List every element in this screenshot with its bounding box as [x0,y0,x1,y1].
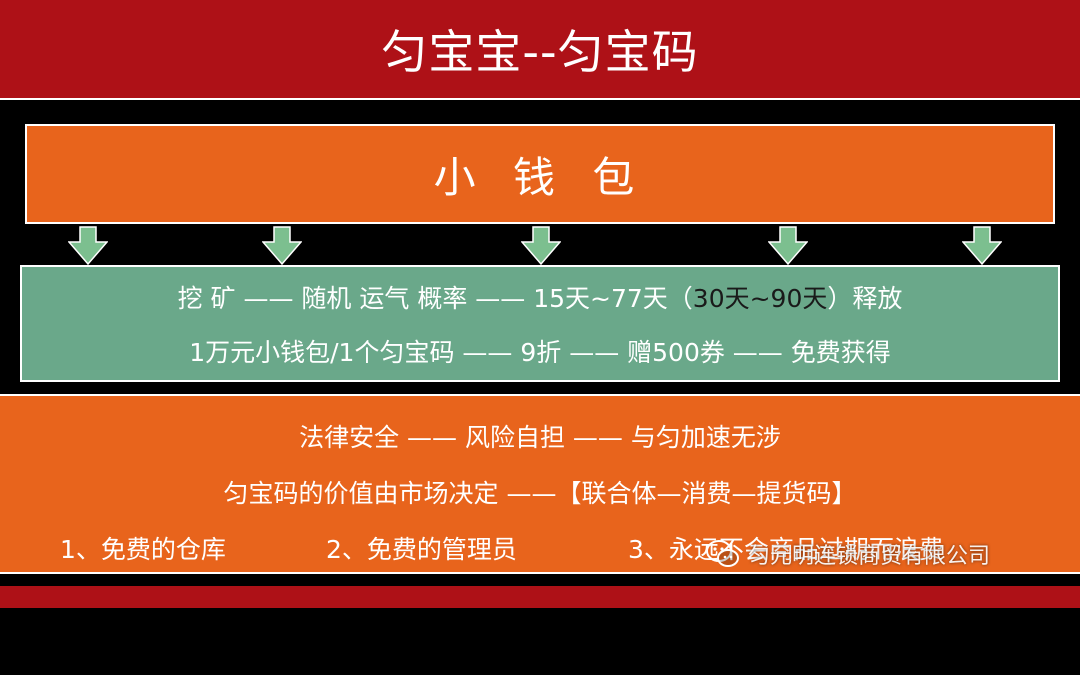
wechat-icon [706,540,739,567]
watermark: 匀元明连锁商贸有限公司 [706,536,990,572]
mining-line: 挖 矿 —— 随机 运气 概率 —— 15天~77天（30天~90天）释放 [22,279,1058,315]
wallet-code-line: 1万元小钱包/1个匀宝码 —— 9折 —— 赠500券 —— 免费获得 [189,338,891,367]
benefit-item: 1、免费的仓库 [60,535,226,564]
wallet-label: 小 钱 包 [433,152,647,202]
page-title: 匀宝宝--匀宝码 [381,25,699,79]
release-days-range: 30天~90天 [692,284,828,313]
footer-bar [0,586,1080,608]
down-arrow-icon [962,226,1002,266]
mining-line-main: 挖 矿 —— 随机 运气 概率 —— 15天~77天（ [177,284,693,313]
watermark-text: 匀元明连锁商贸有限公司 [748,544,991,569]
down-arrow-icon [768,226,808,266]
mining-info-box: 挖 矿 —— 随机 运气 概率 —— 15天~77天（30天~90天）释放 1万… [20,265,1060,382]
legal-safety-line: 法律安全 —— 风险自担 —— 与匀加速无涉 [299,423,781,452]
code-value-line: 匀宝码的价值由市场决定 ——【联合体—消费—提货码】 [223,479,857,508]
title-bar: 匀宝宝--匀宝码 [0,0,1080,100]
down-arrow-icon [262,226,302,266]
benefits-line: 1、免费的仓库 2、免费的管理员 3、永远不会商品过期而浪费 [0,530,1080,675]
wallet-box: 小 钱 包 [25,124,1055,224]
benefit-item: 3、永远不会商品过期而浪费 [628,535,944,564]
mining-line-end: ）释放 [827,284,903,313]
benefit-item: 2、免费的管理员 [326,535,517,564]
down-arrow-icon [68,226,108,266]
rules-box: 法律安全 —— 风险自担 —— 与匀加速无涉 匀宝码的价值由市场决定 ——【联合… [0,394,1080,574]
down-arrow-icon [521,226,561,266]
